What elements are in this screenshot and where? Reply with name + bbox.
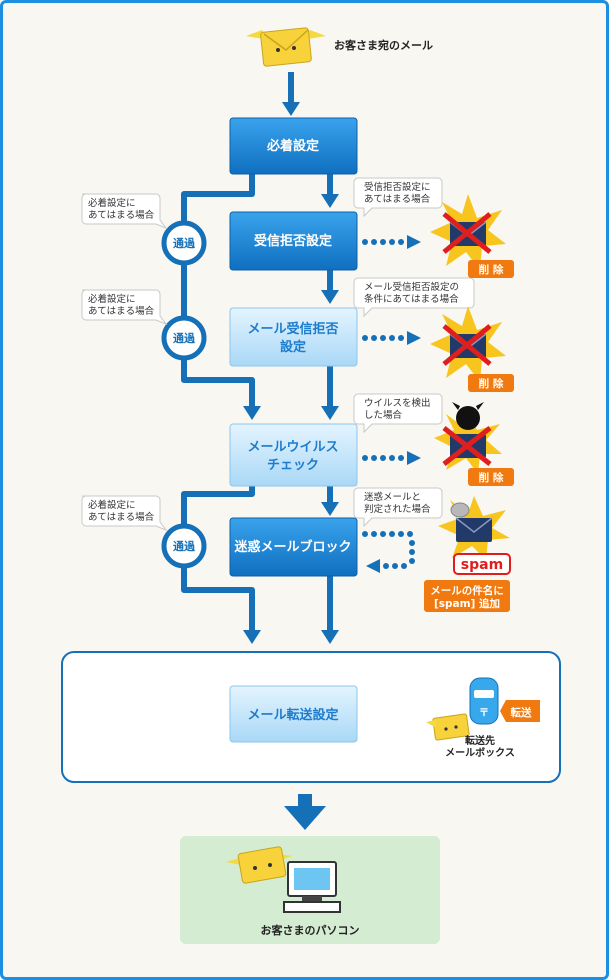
dots-spam-loop [362,531,415,573]
svg-text:〒: 〒 [479,707,489,719]
svg-text:メール受信拒否設定の: メール受信拒否設定の [364,281,459,293]
svg-text:[spam] 追加: [spam] 追加 [434,597,500,610]
svg-text:削 除: 削 除 [479,377,504,390]
pc-label: お客さまのパソコン [261,923,360,937]
virus-mail-icon [434,402,502,474]
svg-text:必着設定に: 必着設定に [88,293,136,305]
svg-text:受信拒否設定: 受信拒否設定 [254,233,332,249]
svg-text:通過: 通過 [173,236,196,250]
svg-text:あてはまる場合: あてはまる場合 [364,193,431,205]
note-receive-reject: 受信拒否設定に あてはまる場合 [353,177,443,218]
mailbox-icon: 〒 [469,677,499,725]
filter-mail-reject[interactable]: メール受信拒否 設定 [229,307,358,367]
forward-mail-icon [426,713,470,741]
note-mail-reject: メール受信拒否設定の 条件にあてはまる場合 [353,277,475,318]
blocked-mail-icon-1 [430,194,506,270]
pass-circle-3: 通過 [161,523,207,569]
svg-text:通過: 通過 [173,539,196,553]
filter-mandatory[interactable]: 必着設定 [229,117,358,175]
svg-text:あてはまる場合: あてはまる場合 [88,511,155,523]
pc-mail-icon [226,846,292,884]
delete-badge-3: 削 除 [468,468,514,486]
note-spam: 迷惑メールと 判定された場合 [353,487,443,528]
svg-text:あてはまる場合: あてはまる場合 [88,209,155,221]
spam-mail-icon [438,496,510,560]
pass-circle-1: 通過 [161,220,207,266]
svg-text:必着設定に: 必着設定に [88,197,136,209]
filter-receive-reject[interactable]: 受信拒否設定 [229,211,358,271]
flow-lines [181,72,333,632]
filter-virus-check[interactable]: メールウイルス チェック [229,423,358,487]
dots-virus [362,451,421,465]
svg-text:転送: 転送 [511,706,532,719]
svg-text:受信拒否設定に: 受信拒否設定に [364,181,431,193]
big-down-arrow [284,794,326,830]
svg-text:ウイルスを検出: ウイルスを検出 [364,397,431,409]
svg-text:迷惑メールと: 迷惑メールと [364,491,421,503]
svg-text:削 除: 削 除 [479,263,504,276]
svg-text:判定された場合: 判定された場合 [364,503,431,515]
spam-result-badge: メールの件名に [spam] 追加 [424,580,510,612]
svg-text:設定: 設定 [280,339,306,355]
spam-tag: spam [453,553,511,575]
forward-dest-line1: 転送先 [465,734,495,747]
top-mail-label: お客さま宛のメール [334,38,433,52]
svg-text:削 除: 削 除 [479,471,504,484]
forward-dest-line2: メールボックス [445,746,515,759]
computer-icon [283,861,341,913]
dots-mail-reject [362,331,421,345]
dots-receive-reject [362,235,421,249]
note-virus: ウイルスを検出 した場合 [353,393,443,434]
svg-text:通過: 通過 [173,331,196,345]
delete-badge-2: 削 除 [468,374,514,392]
svg-text:spam: spam [461,557,503,573]
forward-badge: 転送 [500,700,540,722]
filter-spam-block[interactable]: 迷惑メールブロック [229,517,358,577]
svg-text:メール転送設定: メール転送設定 [247,707,338,723]
pass-circle-2: 通過 [161,315,207,361]
svg-text:必着設定に: 必着設定に [88,499,136,511]
arrow-heads [243,102,339,644]
bypass-note-3: 必着設定に あてはまる場合 [81,495,168,532]
filter-forward[interactable]: メール転送設定 [229,685,358,743]
svg-text:必着設定: 必着設定 [266,138,319,154]
svg-text:迷惑メールブロック: 迷惑メールブロック [233,539,351,555]
svg-text:チェック: チェック [267,458,319,473]
svg-text:あてはまる場合: あてはまる場合 [88,305,155,317]
svg-text:メールウイルス: メールウイルス [247,440,338,455]
svg-text:条件にあてはまる場合: 条件にあてはまる場合 [364,293,459,305]
svg-text:した場合: した場合 [364,409,403,421]
svg-text:メール受信拒否: メール受信拒否 [247,321,338,337]
bypass-note-1: 必着設定に あてはまる場合 [81,193,168,230]
mail-icon-top [246,27,326,67]
mail-flow-diagram: 通過 通過 通過 必着設定に あてはまる場合 必着設定に あてはまる場合 必着設… [61,27,561,944]
blocked-mail-icon-2 [430,306,506,382]
svg-text:メールの件名に: メールの件名に [430,584,504,597]
delete-badge-1: 削 除 [468,260,514,278]
bypass-note-2: 必着設定に あてはまる場合 [81,289,168,326]
